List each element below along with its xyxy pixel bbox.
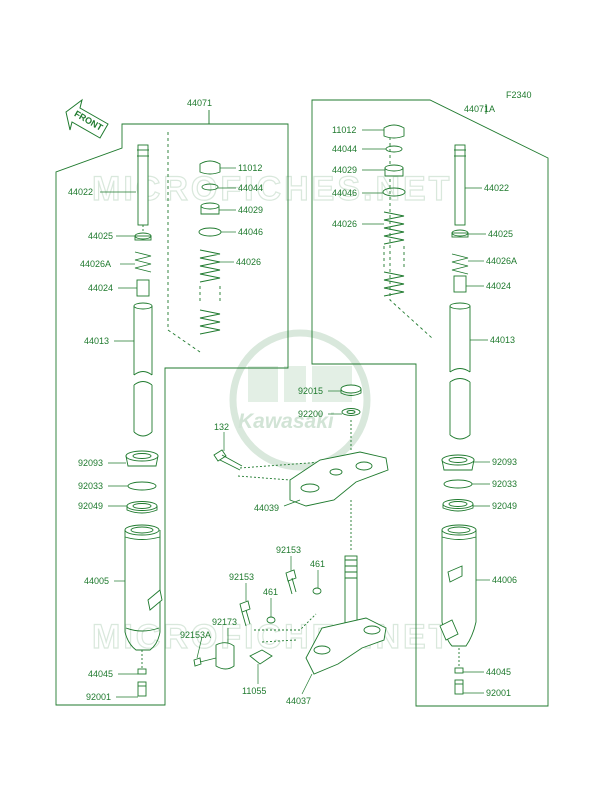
label-44046-left: 44046 [238, 227, 263, 237]
figure-code: F2340 [506, 90, 532, 100]
label-44022-right: 44022 [484, 183, 509, 193]
label-44005: 44005 [84, 576, 109, 586]
label-92001-right: 92001 [486, 688, 511, 698]
label-44045-right: 44045 [486, 667, 511, 677]
label-92153-upper: 92153 [276, 545, 301, 555]
label-92049-left: 92049 [78, 501, 103, 511]
leader-lines [100, 129, 490, 698]
label-44044-left: 44044 [238, 183, 263, 193]
label-44024-left: 44024 [88, 283, 113, 293]
label-44026-left: 44026 [236, 257, 261, 267]
left-fork [124, 144, 163, 697]
label-461-lower: 461 [263, 587, 278, 597]
label-132: 132 [214, 422, 229, 432]
label-44045-left: 44045 [88, 669, 113, 679]
label-92033-right: 92033 [492, 479, 517, 489]
label-44013-left: 44013 [84, 336, 109, 346]
label-92173: 92173 [212, 617, 237, 627]
kawasaki-watermark-logo: Kawasaki [229, 329, 371, 471]
label-44006: 44006 [492, 575, 517, 585]
label-44022-left: 44022 [68, 187, 93, 197]
watermark-brand: Kawasaki [238, 410, 335, 433]
label-44026a-left: 44026A [80, 259, 111, 269]
label-44026a-right: 44026A [486, 256, 517, 266]
label-92153a: 92153A [180, 630, 211, 640]
label-44025-left: 44025 [88, 231, 113, 241]
label-11012-left: 11012 [238, 163, 262, 173]
right-fork [382, 124, 477, 695]
label-11012-right: 11012 [332, 125, 356, 135]
label-44013-right: 44013 [490, 335, 515, 345]
label-92200: 92200 [298, 409, 323, 419]
label-92153-lower: 92153 [229, 572, 254, 582]
watermark-text-bottom: MICROFICHES.NET [92, 618, 452, 656]
label-92049-right: 92049 [492, 501, 517, 511]
label-44071a: 44071A [464, 104, 495, 114]
steering-center [193, 384, 389, 675]
label-44029-left: 44029 [238, 205, 263, 215]
label-44029-right: 44029 [332, 165, 357, 175]
label-44025-right: 44025 [488, 229, 513, 239]
label-44046-right: 44046 [332, 188, 357, 198]
label-44071: 44071 [187, 98, 212, 108]
label-92033-left: 92033 [78, 481, 103, 491]
left-assembly-frame [55, 110, 289, 706]
label-92015: 92015 [298, 386, 323, 396]
label-92093-left: 92093 [78, 458, 103, 468]
label-461-upper: 461 [310, 559, 325, 569]
label-44039: 44039 [254, 503, 279, 513]
label-44026-right: 44026 [332, 219, 357, 229]
front-arrow [65, 98, 109, 139]
left-internals [198, 160, 222, 335]
label-44024-right: 44024 [486, 281, 511, 291]
right-assembly-frame [311, 99, 549, 707]
label-11055: 11055 [242, 686, 266, 696]
watermark: MICROFICHES.NET MICROFICHES.NET Kawasaki [91, 169, 452, 656]
label-44037: 44037 [286, 696, 311, 706]
diagram-lines [55, 98, 549, 707]
label-92093-right: 92093 [492, 457, 517, 467]
label-92001-left: 92001 [86, 692, 111, 702]
label-44044-right: 44044 [332, 144, 357, 154]
